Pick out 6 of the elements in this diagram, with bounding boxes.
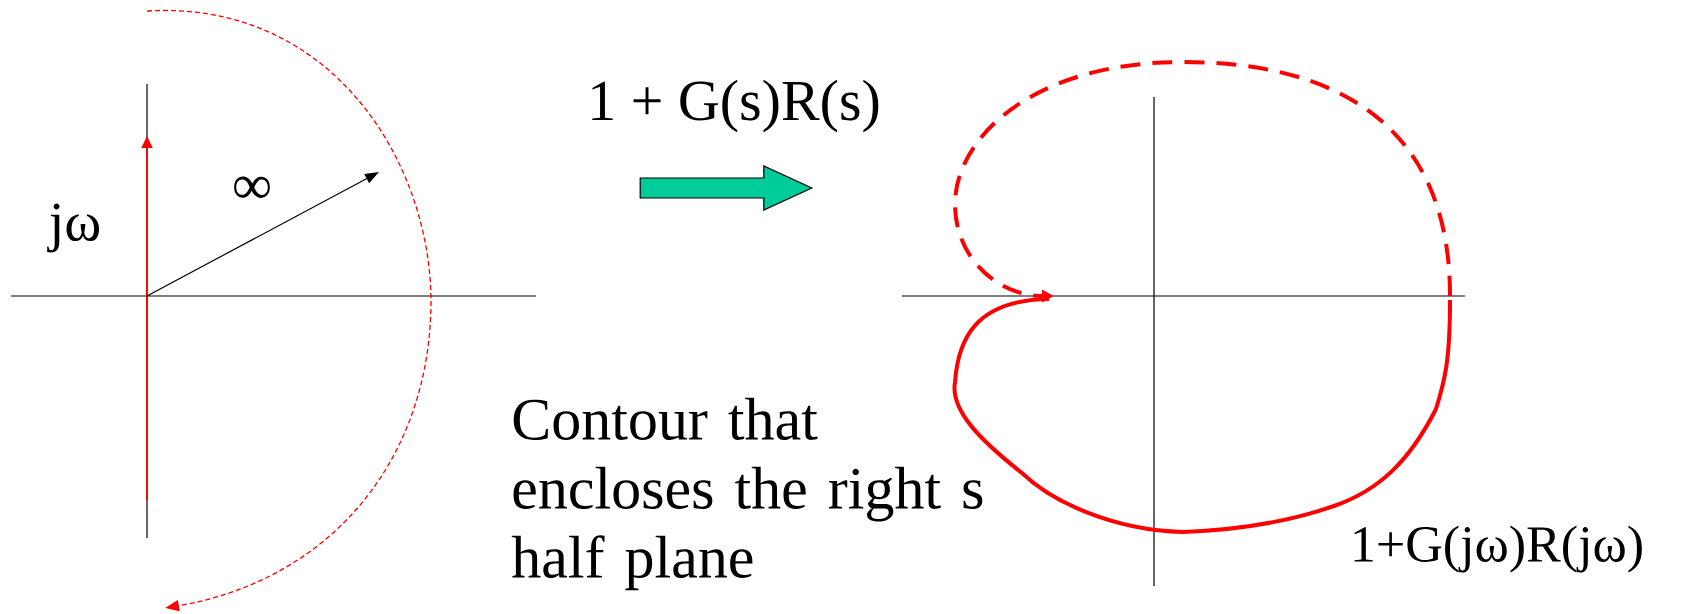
curve-label: 1+G(jω)R(jω) [1354, 525, 1642, 573]
caption: Contour that encloses the right s half plane [511, 397, 983, 591]
block-arrow [639, 165, 814, 211]
edge-label: 1 + G(s)R(s) [592, 79, 879, 133]
infinity-symbol: ∞ [234, 176, 270, 198]
axis-label: jω [47, 203, 100, 253]
